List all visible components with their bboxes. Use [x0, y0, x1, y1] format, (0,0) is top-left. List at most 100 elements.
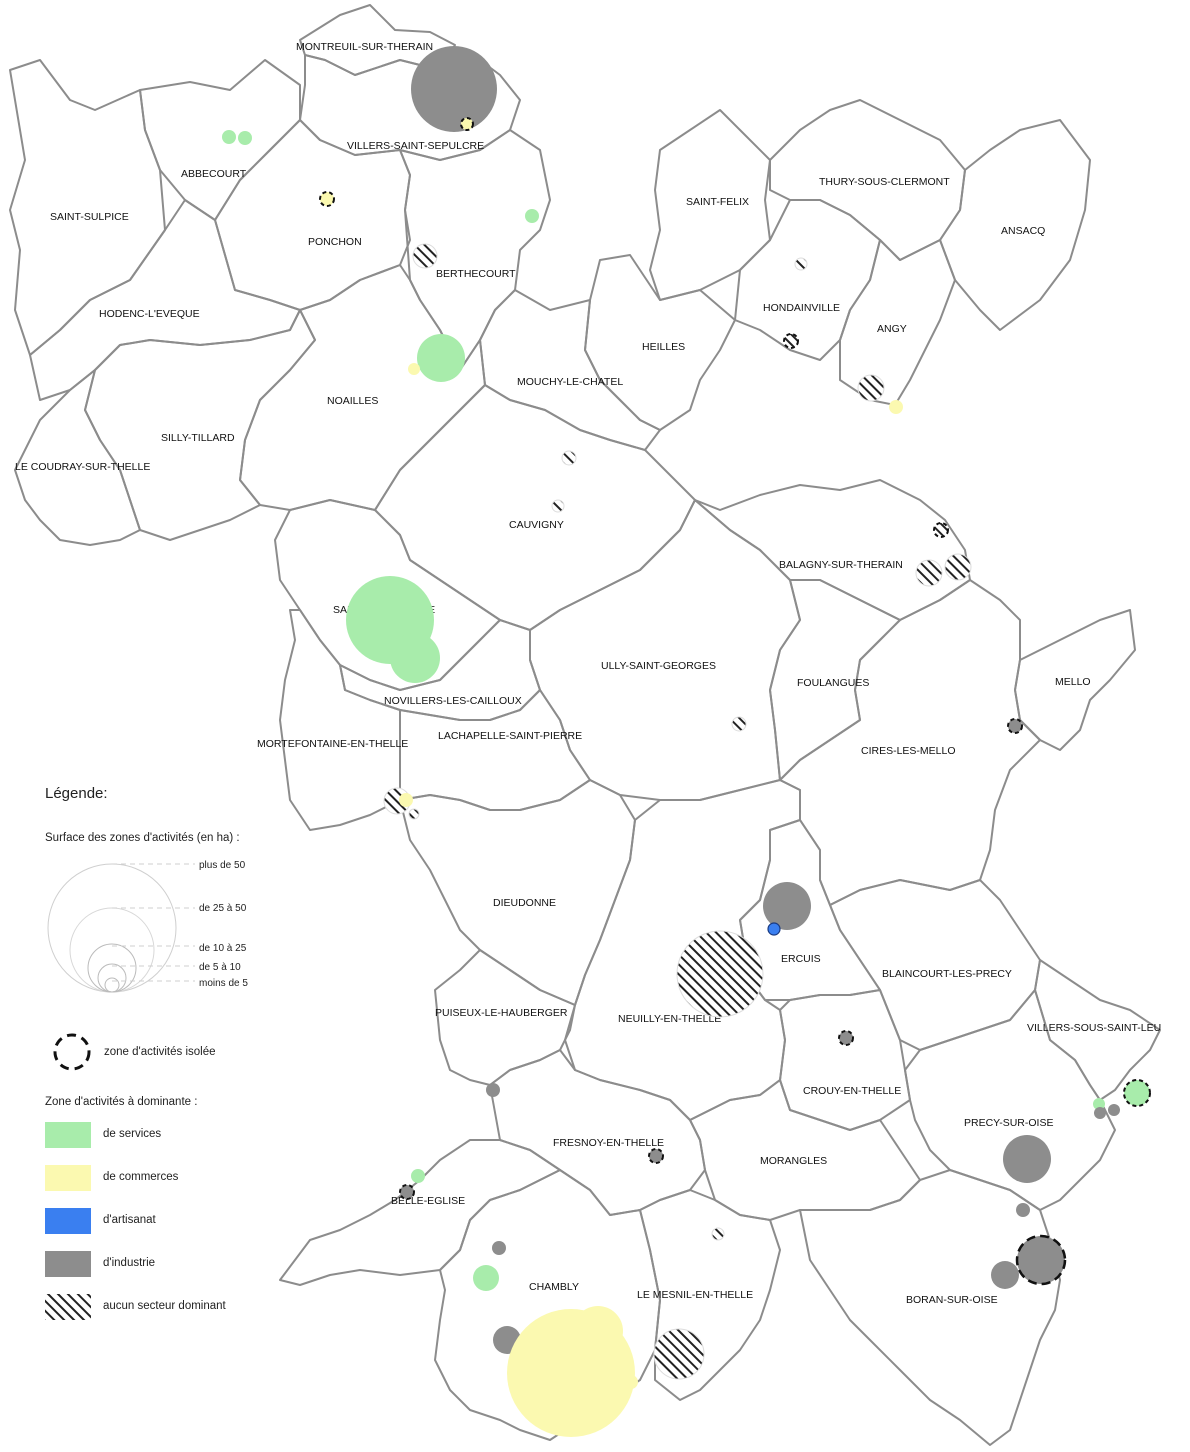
label-mortefontaine-en-thelle: MORTEFONTAINE-EN-THELLE [257, 738, 408, 750]
zone-marker-commerces-24 [399, 793, 413, 807]
swatch-aucun-secteur [45, 1294, 91, 1320]
zone-marker-services-6 [525, 209, 539, 223]
label-abbecourt: ABBECOURT [181, 168, 247, 180]
category-industrie-label: d'industrie [103, 1257, 155, 1269]
scale-circle-plus-de-50 [47, 863, 177, 993]
scale-circle-de-25-a-50 [69, 907, 155, 993]
chambly-boundary [434, 1169, 661, 1441]
zone-marker-industrie-37 [486, 1083, 500, 1097]
crouy-en-thelle-boundary [779, 989, 911, 1131]
label-ponchon: PONCHON [308, 236, 362, 248]
commune-labels: MONTREUIL-SUR-THERAIN VILLERS-SAINT-SEPU… [15, 41, 1161, 1306]
label-saint-sulpice: SAINT-SULPICE [50, 211, 129, 223]
zone-marker-services-3 [222, 130, 236, 144]
mouchy-le-chatel-boundary [479, 289, 661, 451]
precy-sur-oise-boundary [904, 989, 1116, 1211]
label-le-coudray-sur-thelle: LE COUDRAY-SUR-THELLE [15, 461, 150, 473]
zone-marker-aucun-15 [551, 499, 565, 513]
category-services-label: de services [103, 1128, 161, 1140]
zone-marker-aucun-14 [561, 450, 577, 466]
zone-marker-industrie-22 [1007, 718, 1023, 734]
label-neuilly-en-thelle: NEUILLY-EN-THELLE [618, 1013, 721, 1025]
zone-marker-commerces-5 [319, 191, 335, 207]
scale-circle-moins-de-5 [104, 977, 120, 993]
morangles-boundary [689, 1079, 921, 1221]
label-cauvigny: CAUVIGNY [509, 519, 564, 531]
zone-marker-industrie-1 [411, 46, 497, 132]
label-balagny-sur-therain: BALAGNY-SUR-THERAIN [779, 559, 903, 571]
swatch-services [45, 1122, 91, 1148]
label-precy-sur-oise: PRECY-SUR-OISE [964, 1117, 1053, 1129]
zone-marker-services-8 [417, 334, 465, 382]
hodenc-l-eveque-boundary [29, 199, 301, 401]
belle-eglise-boundary [279, 1139, 561, 1286]
label-novillers-les-cailloux: NOVILLERS-LES-CAILLOUX [384, 695, 522, 707]
zone-marker-aucun-16 [933, 522, 949, 538]
mortefontaine-en-thelle-boundary [279, 609, 401, 831]
label-silly-tillard: SILLY-TILLARD [161, 432, 235, 444]
label-hondainville: HONDAINVILLE [763, 302, 840, 314]
silly-tillard-boundary [84, 309, 316, 541]
label-fresnoy-en-thelle: FRESNOY-EN-THELLE [553, 1137, 664, 1149]
zone-marker-industrie-35 [648, 1148, 664, 1164]
zone-marker-industrie-31 [399, 1184, 415, 1200]
lachapelle-saint-pierre-boundary [399, 689, 591, 811]
zone-marker-aucun-17 [915, 559, 943, 587]
zone-marker-services-30 [411, 1169, 425, 1183]
zone-marker-industrie-39 [1016, 1203, 1030, 1217]
zone-marker-services-43 [473, 1265, 499, 1291]
label-puiseux-le-hauberger: PUISEUX-LE-HAUBERGER [435, 1007, 568, 1019]
zone-marker-services-20 [390, 633, 440, 683]
label-villers-sous-saint-leu: VILLERS-SOUS-SAINT-LEU [1027, 1022, 1161, 1034]
swatch-commerces [45, 1165, 91, 1191]
label-mello: MELLO [1055, 676, 1091, 688]
legend-surface-title: Surface des zones d'activités (en ha) : [45, 832, 240, 844]
dominant-title: Zone d'activités à dominante : [45, 1096, 197, 1108]
zone-marker-aucun-10 [794, 257, 808, 271]
swatch-industrie [45, 1251, 91, 1277]
zone-marker-services-36 [1123, 1079, 1151, 1107]
dieudonne-boundary [399, 779, 636, 1006]
label-hodenc-l-eveque: HODENC-L'EVEQUE [99, 308, 200, 320]
neuilly-en-thelle-boundary [564, 779, 801, 1121]
zone-marker-industrie-38 [1003, 1135, 1051, 1183]
zone-marker-industrie-29 [838, 1030, 854, 1046]
legend-size-scale [47, 863, 195, 993]
label-ansacq: ANSACQ [1001, 225, 1045, 237]
category-commerces-label: de commerces [103, 1171, 179, 1183]
label-dieudonne: DIEUDONNE [493, 897, 556, 909]
le-mesnil-en-thelle-boundary [639, 1189, 781, 1401]
zone-marker-industrie-42 [492, 1241, 506, 1255]
label-berthecourt: BERTHECOURT [436, 268, 516, 280]
label-thury-sous-clermont: THURY-SOUS-CLERMONT [819, 176, 950, 188]
zone-marker-industrie-33 [1094, 1107, 1106, 1119]
category-artisanat-label: d'artisanat [103, 1214, 157, 1226]
zone-marker-aucun-48 [711, 1227, 725, 1241]
zone-marker-commerces-46 [573, 1306, 623, 1356]
le-coudray-sur-thelle-boundary [14, 369, 141, 546]
size-class-label-1: plus de 50 [199, 860, 246, 871]
label-saint-felix: SAINT-FELIX [686, 196, 749, 208]
label-chambly: CHAMBLY [529, 1281, 579, 1293]
label-angy: ANGY [877, 323, 907, 335]
activity-zones [222, 46, 1151, 1437]
zone-marker-industrie-40 [1015, 1234, 1067, 1286]
label-heilles: HEILLES [642, 341, 685, 353]
scale-circle-de-10-a-25 [87, 943, 137, 993]
zone-marker-aucun-28 [676, 930, 764, 1018]
swatch-artisanat [45, 1208, 91, 1234]
zone-marker-artisanat-27 [767, 922, 781, 936]
label-crouy-en-thelle: CROUY-EN-THELLE [803, 1085, 901, 1097]
isolated-zone-swatch [53, 1033, 91, 1071]
zone-marker-industrie-41 [991, 1261, 1019, 1289]
zone-marker-aucun-7 [412, 243, 438, 269]
size-class-label-5: moins de 5 [199, 978, 248, 989]
label-le-mesnil-en-thelle: LE MESNIL-EN-THELLE [637, 1289, 753, 1301]
zone-marker-commerces-13 [889, 400, 903, 414]
balagny-sur-therain-boundary [694, 479, 971, 621]
isolated-zone-label: zone d'activités isolée [104, 1046, 216, 1058]
label-foulangues: FOULANGUES [797, 677, 869, 689]
zone-marker-commerces-47 [624, 1375, 638, 1389]
commune-boundaries [9, 4, 1161, 1446]
label-morangles: MORANGLES [760, 1155, 827, 1167]
